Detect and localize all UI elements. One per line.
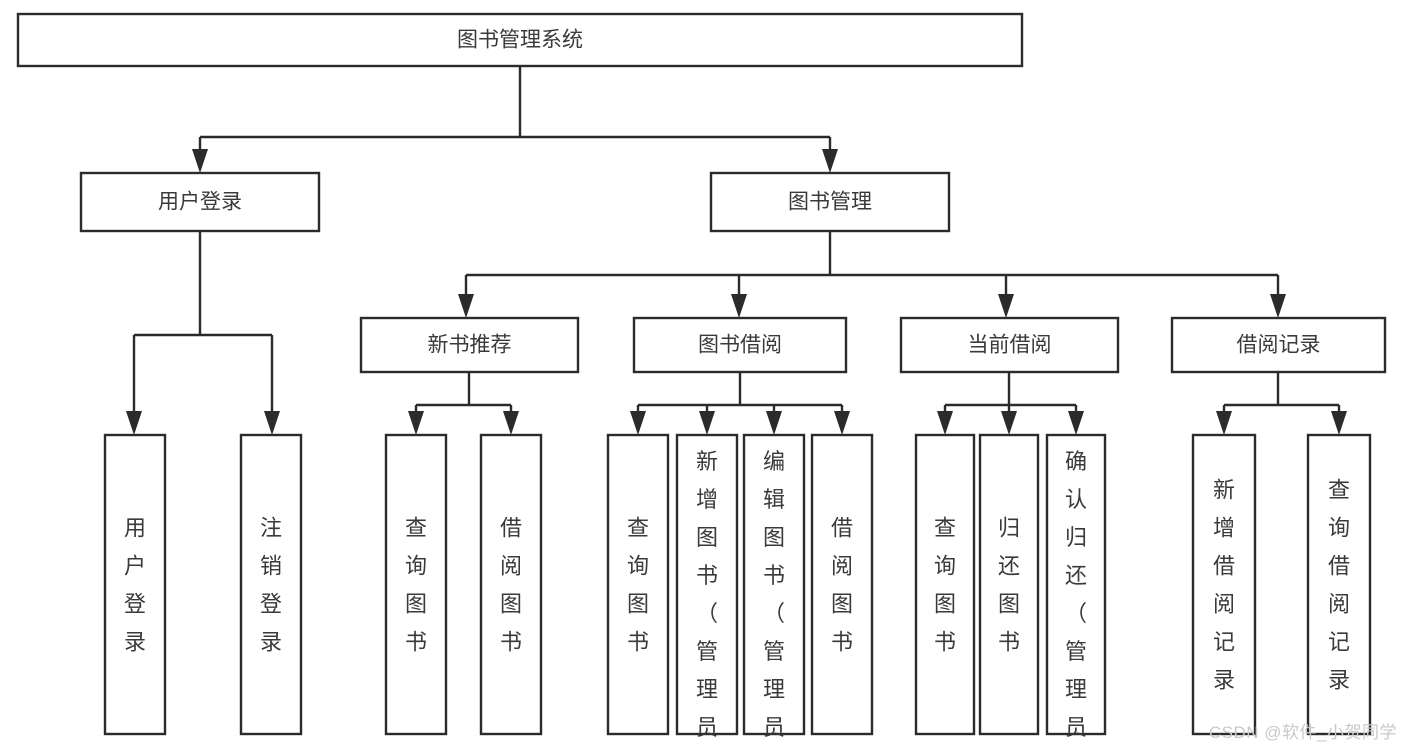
arrow-leaf-logout-icon	[264, 411, 280, 435]
node-leaf-query-book-3-label: 查询图书	[934, 515, 956, 654]
node-leaf-confirm-return[interactable]: 确认归还（管理员）	[1045, 433, 1107, 747]
arrow-leaf-add-book-icon	[699, 411, 715, 435]
node-leaf-user-login[interactable]: 用户登录	[103, 433, 167, 736]
arrow-leaf-query-1-icon	[408, 411, 424, 435]
node-root[interactable]: 图书管理系统	[16, 12, 1024, 68]
node-leaf-query-borrow-rec-box	[1306, 433, 1372, 736]
node-leaf-borrow-book-1[interactable]: 借阅图书	[479, 433, 543, 736]
node-leaf-add-book[interactable]: 新增图书（管理员）	[675, 433, 739, 747]
node-leaf-logout-login[interactable]: 注销登录	[239, 433, 303, 736]
node-leaf-query-book-2[interactable]: 查询图书	[606, 433, 670, 736]
arrow-leaf-query-2-icon	[630, 411, 646, 435]
arrow-record-icon	[1270, 294, 1286, 318]
node-leaf-borrow-book-2-box	[810, 433, 874, 736]
node-leaf-query-book-1-box	[384, 433, 448, 736]
node-current-borrow-box	[899, 316, 1120, 374]
arrow-user-login-icon	[192, 149, 208, 173]
node-leaf-query-book-3-box	[914, 433, 976, 736]
arrow-leaf-borrow-2-icon	[834, 411, 850, 435]
node-leaf-confirm-return-label: 确认归还（管理员）	[1065, 449, 1087, 747]
node-leaf-borrow-book-2-label: 借阅图书	[831, 515, 853, 654]
node-leaf-borrow-book-2[interactable]: 借阅图书	[810, 433, 874, 736]
node-leaf-logout-login-label: 注销登录	[260, 515, 282, 654]
node-new-book-recommend-label: 新书推荐	[428, 334, 512, 357]
node-book-manage[interactable]: 图书管理	[709, 171, 951, 233]
node-borrow-record-label: 借阅记录	[1237, 334, 1321, 357]
node-leaf-return-book-box	[978, 433, 1040, 736]
node-root-label: 图书管理系统	[457, 29, 583, 52]
node-book-manage-label: 图书管理	[788, 191, 872, 214]
arrow-leaf-add-rec-icon	[1216, 411, 1232, 435]
arrow-recommend-icon	[458, 294, 474, 318]
node-book-manage-box	[709, 171, 951, 233]
node-leaf-confirm-return-box	[1045, 433, 1107, 736]
node-book-borrow[interactable]: 图书借阅	[632, 316, 848, 374]
node-user-login[interactable]: 用户登录	[79, 171, 321, 233]
node-user-login-box	[79, 171, 321, 233]
node-leaf-add-borrow-rec[interactable]: 新增借阅记录	[1191, 433, 1257, 736]
node-leaf-add-book-box	[675, 433, 739, 736]
node-leaf-add-borrow-rec-box	[1191, 433, 1257, 736]
arrow-leaf-user-login-icon	[126, 411, 142, 435]
node-current-borrow-label: 当前借阅	[968, 334, 1052, 357]
node-leaf-logout-login-box	[239, 433, 303, 736]
arrow-current-icon	[998, 294, 1014, 318]
node-leaf-query-borrow-rec[interactable]: 查询借阅记录	[1306, 433, 1372, 736]
node-leaf-borrow-book-1-label: 借阅图书	[500, 515, 522, 654]
node-new-book-recommend[interactable]: 新书推荐	[359, 316, 580, 374]
connector-layer	[132, 66, 1341, 429]
node-leaf-edit-book-box	[742, 433, 806, 736]
node-borrow-record[interactable]: 借阅记录	[1170, 316, 1387, 374]
node-current-borrow[interactable]: 当前借阅	[899, 316, 1120, 374]
node-leaf-add-book-label: 新增图书（管理员）	[696, 449, 718, 747]
node-leaf-query-book-1-label: 查询图书	[405, 515, 427, 654]
arrow-leaf-return-icon	[1001, 411, 1017, 435]
node-leaf-query-book-2-box	[606, 433, 670, 736]
node-leaf-return-book[interactable]: 归还图书	[978, 433, 1040, 736]
arrowhead-layer	[126, 149, 1347, 435]
node-leaf-edit-book-label: 编辑图书（管理员）	[763, 449, 785, 747]
node-leaf-return-book-label: 归还图书	[998, 515, 1020, 654]
arrow-leaf-borrow-1-icon	[503, 411, 519, 435]
node-leaf-edit-book[interactable]: 编辑图书（管理员）	[742, 433, 806, 747]
node-leaf-query-book-1[interactable]: 查询图书	[384, 433, 448, 736]
node-leaf-user-login-label: 用户登录	[124, 515, 146, 654]
node-book-borrow-label: 图书借阅	[698, 334, 782, 357]
node-layer: 图书管理系统用户登录图书管理新书推荐图书借阅当前借阅借阅记录用户登录注销登录查询…	[16, 12, 1387, 747]
arrow-leaf-edit-book-icon	[766, 411, 782, 435]
arrow-leaf-confirm-icon	[1068, 411, 1084, 435]
node-leaf-query-book-2-label: 查询图书	[627, 515, 649, 654]
arrow-book-manage-icon	[822, 149, 838, 173]
node-leaf-query-book-3[interactable]: 查询图书	[914, 433, 976, 736]
arrow-borrow-icon	[731, 294, 747, 318]
node-leaf-borrow-book-1-box	[479, 433, 543, 736]
node-leaf-add-borrow-rec-label: 新增借阅记录	[1213, 477, 1235, 692]
node-leaf-query-borrow-rec-label: 查询借阅记录	[1328, 477, 1350, 692]
node-book-borrow-box	[632, 316, 848, 374]
node-new-book-recommend-box	[359, 316, 580, 374]
node-leaf-user-login-box	[103, 433, 167, 736]
node-borrow-record-box	[1170, 316, 1387, 374]
node-root-box	[16, 12, 1024, 68]
arrow-leaf-query-3-icon	[937, 411, 953, 435]
node-user-login-label: 用户登录	[158, 191, 242, 214]
arrow-leaf-query-rec-icon	[1331, 411, 1347, 435]
